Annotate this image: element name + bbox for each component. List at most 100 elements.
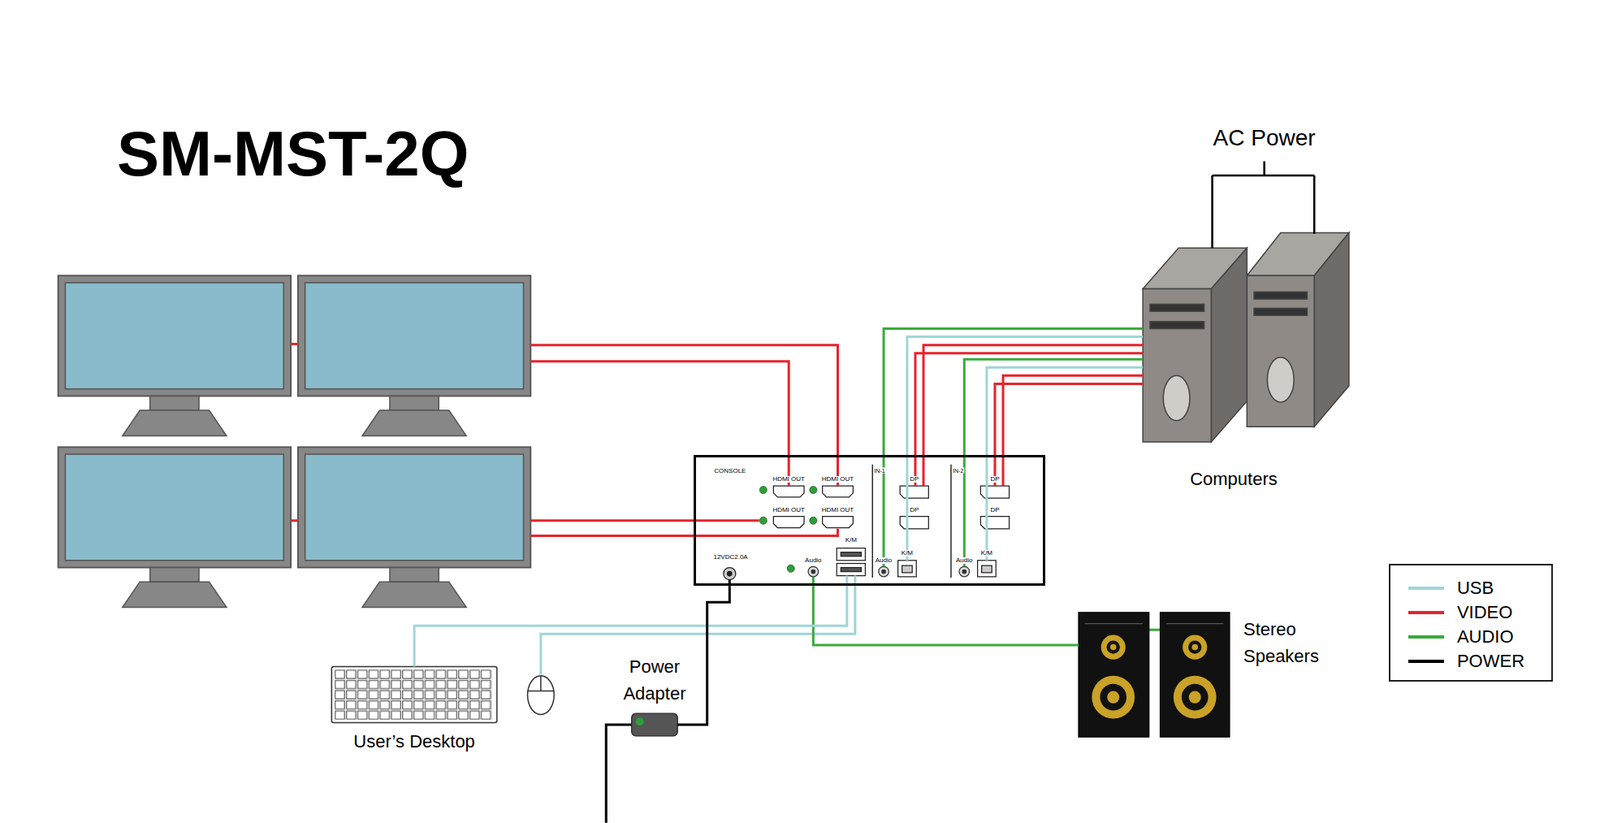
hdmi-port xyxy=(822,516,854,528)
kvm-switch: CONSOLE xyxy=(693,454,1045,586)
node-label: Stereo Speakers xyxy=(1243,615,1345,670)
legend-row: POWER xyxy=(1408,648,1552,674)
speaker xyxy=(1078,612,1150,737)
computer-tower xyxy=(1314,232,1350,427)
legend-text: USB xyxy=(1457,579,1494,597)
speaker xyxy=(1099,683,1127,711)
legend-swatch xyxy=(1408,586,1445,590)
speaker xyxy=(1160,612,1230,737)
speaker xyxy=(1101,634,1126,659)
legend-row: USB xyxy=(1408,575,1552,601)
monitor-link xyxy=(290,343,299,520)
node-label: CONSOLE xyxy=(713,467,746,475)
monitor xyxy=(298,275,531,436)
cable xyxy=(915,454,1004,486)
speaker xyxy=(1110,644,1117,651)
node-label: User’s Desktop xyxy=(353,730,476,753)
power-adapter-body xyxy=(631,713,679,736)
computer-tower xyxy=(1142,289,1211,442)
computer-tower xyxy=(1210,247,1247,442)
audio-jack xyxy=(808,566,970,577)
port-label: IN-2 xyxy=(951,467,965,474)
status-led xyxy=(759,516,767,524)
power-bracket xyxy=(1212,161,1315,249)
usb-a-port xyxy=(840,552,861,557)
power-adapter-body xyxy=(635,717,645,726)
status-led xyxy=(787,564,795,572)
audio-jack xyxy=(962,569,967,574)
dp-port xyxy=(980,516,1009,529)
legend-text: AUDIO xyxy=(1457,627,1514,646)
speaker xyxy=(1107,691,1120,704)
port-label: Audio xyxy=(955,557,973,564)
node-label: Computers xyxy=(1189,468,1278,490)
cable xyxy=(907,337,1143,456)
port-label: Audio xyxy=(804,557,822,564)
dp-port xyxy=(899,516,929,529)
speaker xyxy=(1107,640,1120,653)
cable xyxy=(1149,628,1161,632)
computer-tower xyxy=(1267,357,1294,403)
cable xyxy=(530,528,838,537)
speaker xyxy=(1182,634,1207,659)
port-label: HDMI OUT xyxy=(771,475,806,483)
monitor xyxy=(58,275,291,436)
status-led xyxy=(809,516,818,524)
port-label: DP xyxy=(989,475,1000,483)
cable xyxy=(883,328,1143,456)
computer-tower xyxy=(1246,275,1315,427)
port-label: K/M xyxy=(844,536,858,544)
port-label: DP xyxy=(908,506,920,514)
port-label: DP xyxy=(989,506,1000,514)
usb-a-port xyxy=(836,548,865,561)
dp-port xyxy=(899,485,929,498)
legend-swatch xyxy=(1408,610,1445,615)
legend-text: POWER xyxy=(1457,652,1525,671)
cable xyxy=(986,367,1143,455)
power-bracket xyxy=(1212,161,1315,249)
computer-tower xyxy=(1142,232,1350,442)
port-label: K/M xyxy=(900,549,914,557)
cable xyxy=(530,345,838,486)
port-label: K/M xyxy=(980,549,994,557)
monitor-link xyxy=(290,342,299,346)
monitor xyxy=(298,446,531,607)
cable xyxy=(1003,375,1143,455)
users-desktop: User’s Desktop xyxy=(331,665,498,753)
keyboard xyxy=(331,665,498,723)
monitor-link xyxy=(290,518,299,522)
speaker xyxy=(1188,640,1202,653)
cable xyxy=(530,518,759,522)
keyboard xyxy=(334,669,492,720)
hdmi-port xyxy=(773,485,805,498)
cable xyxy=(812,585,1079,645)
cable xyxy=(605,724,632,823)
power-adapter: Power Adapter xyxy=(631,713,679,736)
hdmi-port xyxy=(773,516,805,528)
audio-jack xyxy=(808,566,819,577)
power-label: AC Power xyxy=(1212,126,1317,150)
speaker xyxy=(1078,612,1230,737)
speaker xyxy=(1085,622,1224,624)
usb-a-port xyxy=(836,563,865,576)
port-label: IN-1 xyxy=(873,467,886,474)
legend-row: VIDEO xyxy=(1408,600,1552,625)
usb-a-port xyxy=(840,567,861,572)
port-label: 12VDC2.0A xyxy=(712,553,749,561)
speaker xyxy=(1091,675,1135,719)
usb-a-port xyxy=(836,548,865,576)
port-label: HDMI OUT xyxy=(771,506,806,514)
cable xyxy=(414,585,848,666)
hdmi-port xyxy=(822,485,854,498)
power-jack xyxy=(723,567,736,580)
audio-jack xyxy=(811,569,816,574)
title: SM-MST-2Q xyxy=(116,121,469,186)
audio-jack xyxy=(882,569,887,574)
keyboard xyxy=(331,665,498,723)
legend-text: VIDEO xyxy=(1457,603,1513,622)
dp-port xyxy=(899,485,1009,529)
cable xyxy=(677,585,730,725)
speaker xyxy=(1181,683,1209,711)
port-label: HDMI OUT xyxy=(821,475,856,483)
computer-tower xyxy=(1163,375,1190,420)
